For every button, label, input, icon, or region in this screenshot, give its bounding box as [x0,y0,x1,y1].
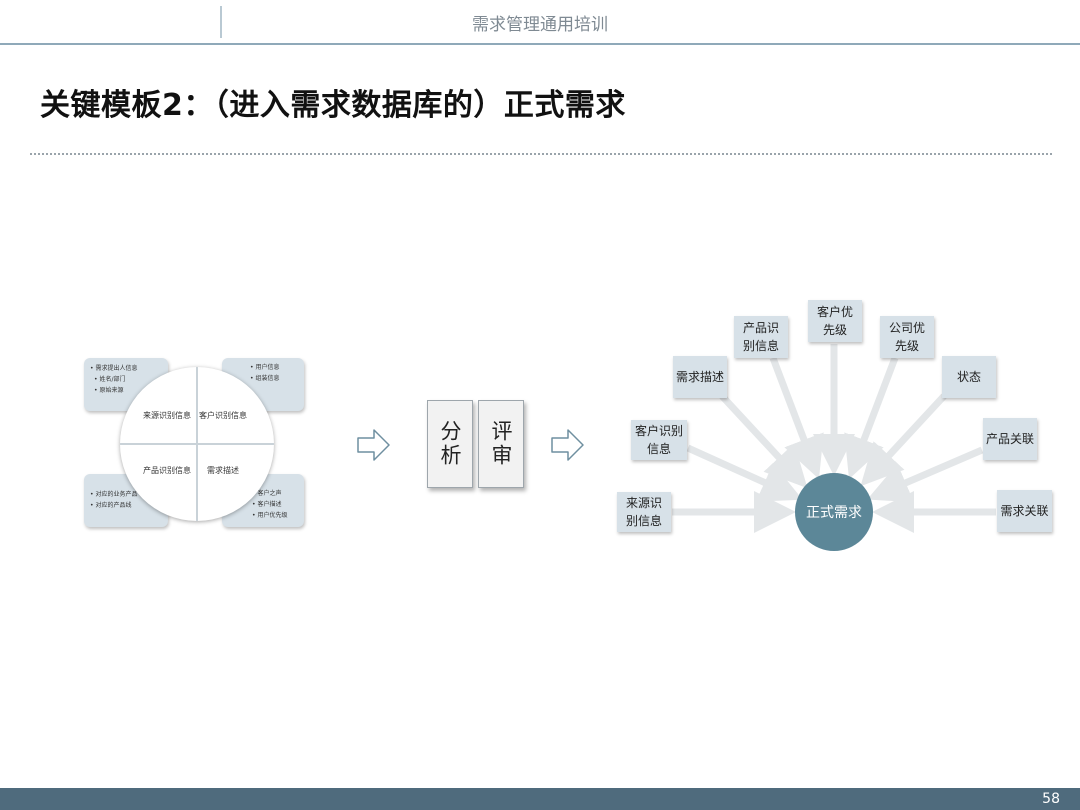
connector-product-id [769,356,824,480]
quad-card-item: • 需求提出人信息 [90,365,138,372]
quad-card-item: • 原始来源 [94,387,124,394]
node-customer-id: 客户识别信息 [631,420,687,460]
quad-card-item: • 组装信息 [250,375,280,382]
node-req-link: 需求关联 [997,490,1052,532]
node-req-desc: 需求描述 [673,356,727,398]
header-title: 需求管理通用培训 [472,15,608,35]
quad-label-product: 产品识别信息 [143,466,191,475]
flow-arrow-icon [551,429,584,461]
quad-card-item: • 用户信息 [250,364,280,371]
quad-divider-horizontal [120,443,274,445]
quad-circle: 来源识别信息 客户识别信息 产品识别信息 需求描述 [120,367,274,521]
title-dotted-rule [30,153,1052,155]
footer-bar [0,788,1080,810]
analysis-box: 分析 [427,400,473,488]
center-node-formal-requirement: 正式需求 [795,473,873,551]
slide-title: 关键模板2：（进入需求数据库的）正式需求 [40,88,626,123]
quad-card-item: • 对应的业务产品 [90,491,138,498]
header-divider [220,6,222,38]
quad-card-item: • 客户描述 [252,501,282,508]
connector-product-link [867,446,984,503]
page-number: 58 [1042,791,1060,807]
flow-arrow-icon [357,429,390,461]
quad-label-requirement: 需求描述 [207,466,239,475]
node-product-id: 产品识别信息 [734,316,788,358]
connector-status [860,393,947,487]
node-product-link: 产品关联 [983,418,1037,460]
quad-label-customer: 客户识别信息 [199,411,247,420]
node-customer-priority: 客户优先级 [808,300,862,342]
quad-card-item: • 客户之声 [252,490,282,497]
quad-card-item: • 用户优先级 [252,512,288,519]
node-company-priority: 公司优先级 [880,316,934,358]
header-rule [0,43,1080,45]
node-source-id: 来源识别信息 [617,492,671,532]
review-box: 评审 [478,400,524,488]
connector-company-priority [844,356,899,480]
quad-label-source: 来源识别信息 [143,411,191,420]
node-status: 状态 [942,356,996,398]
quad-card-item: • 姓名/部门 [94,376,126,383]
quad-card-item: • 对应的产品线 [90,502,132,509]
